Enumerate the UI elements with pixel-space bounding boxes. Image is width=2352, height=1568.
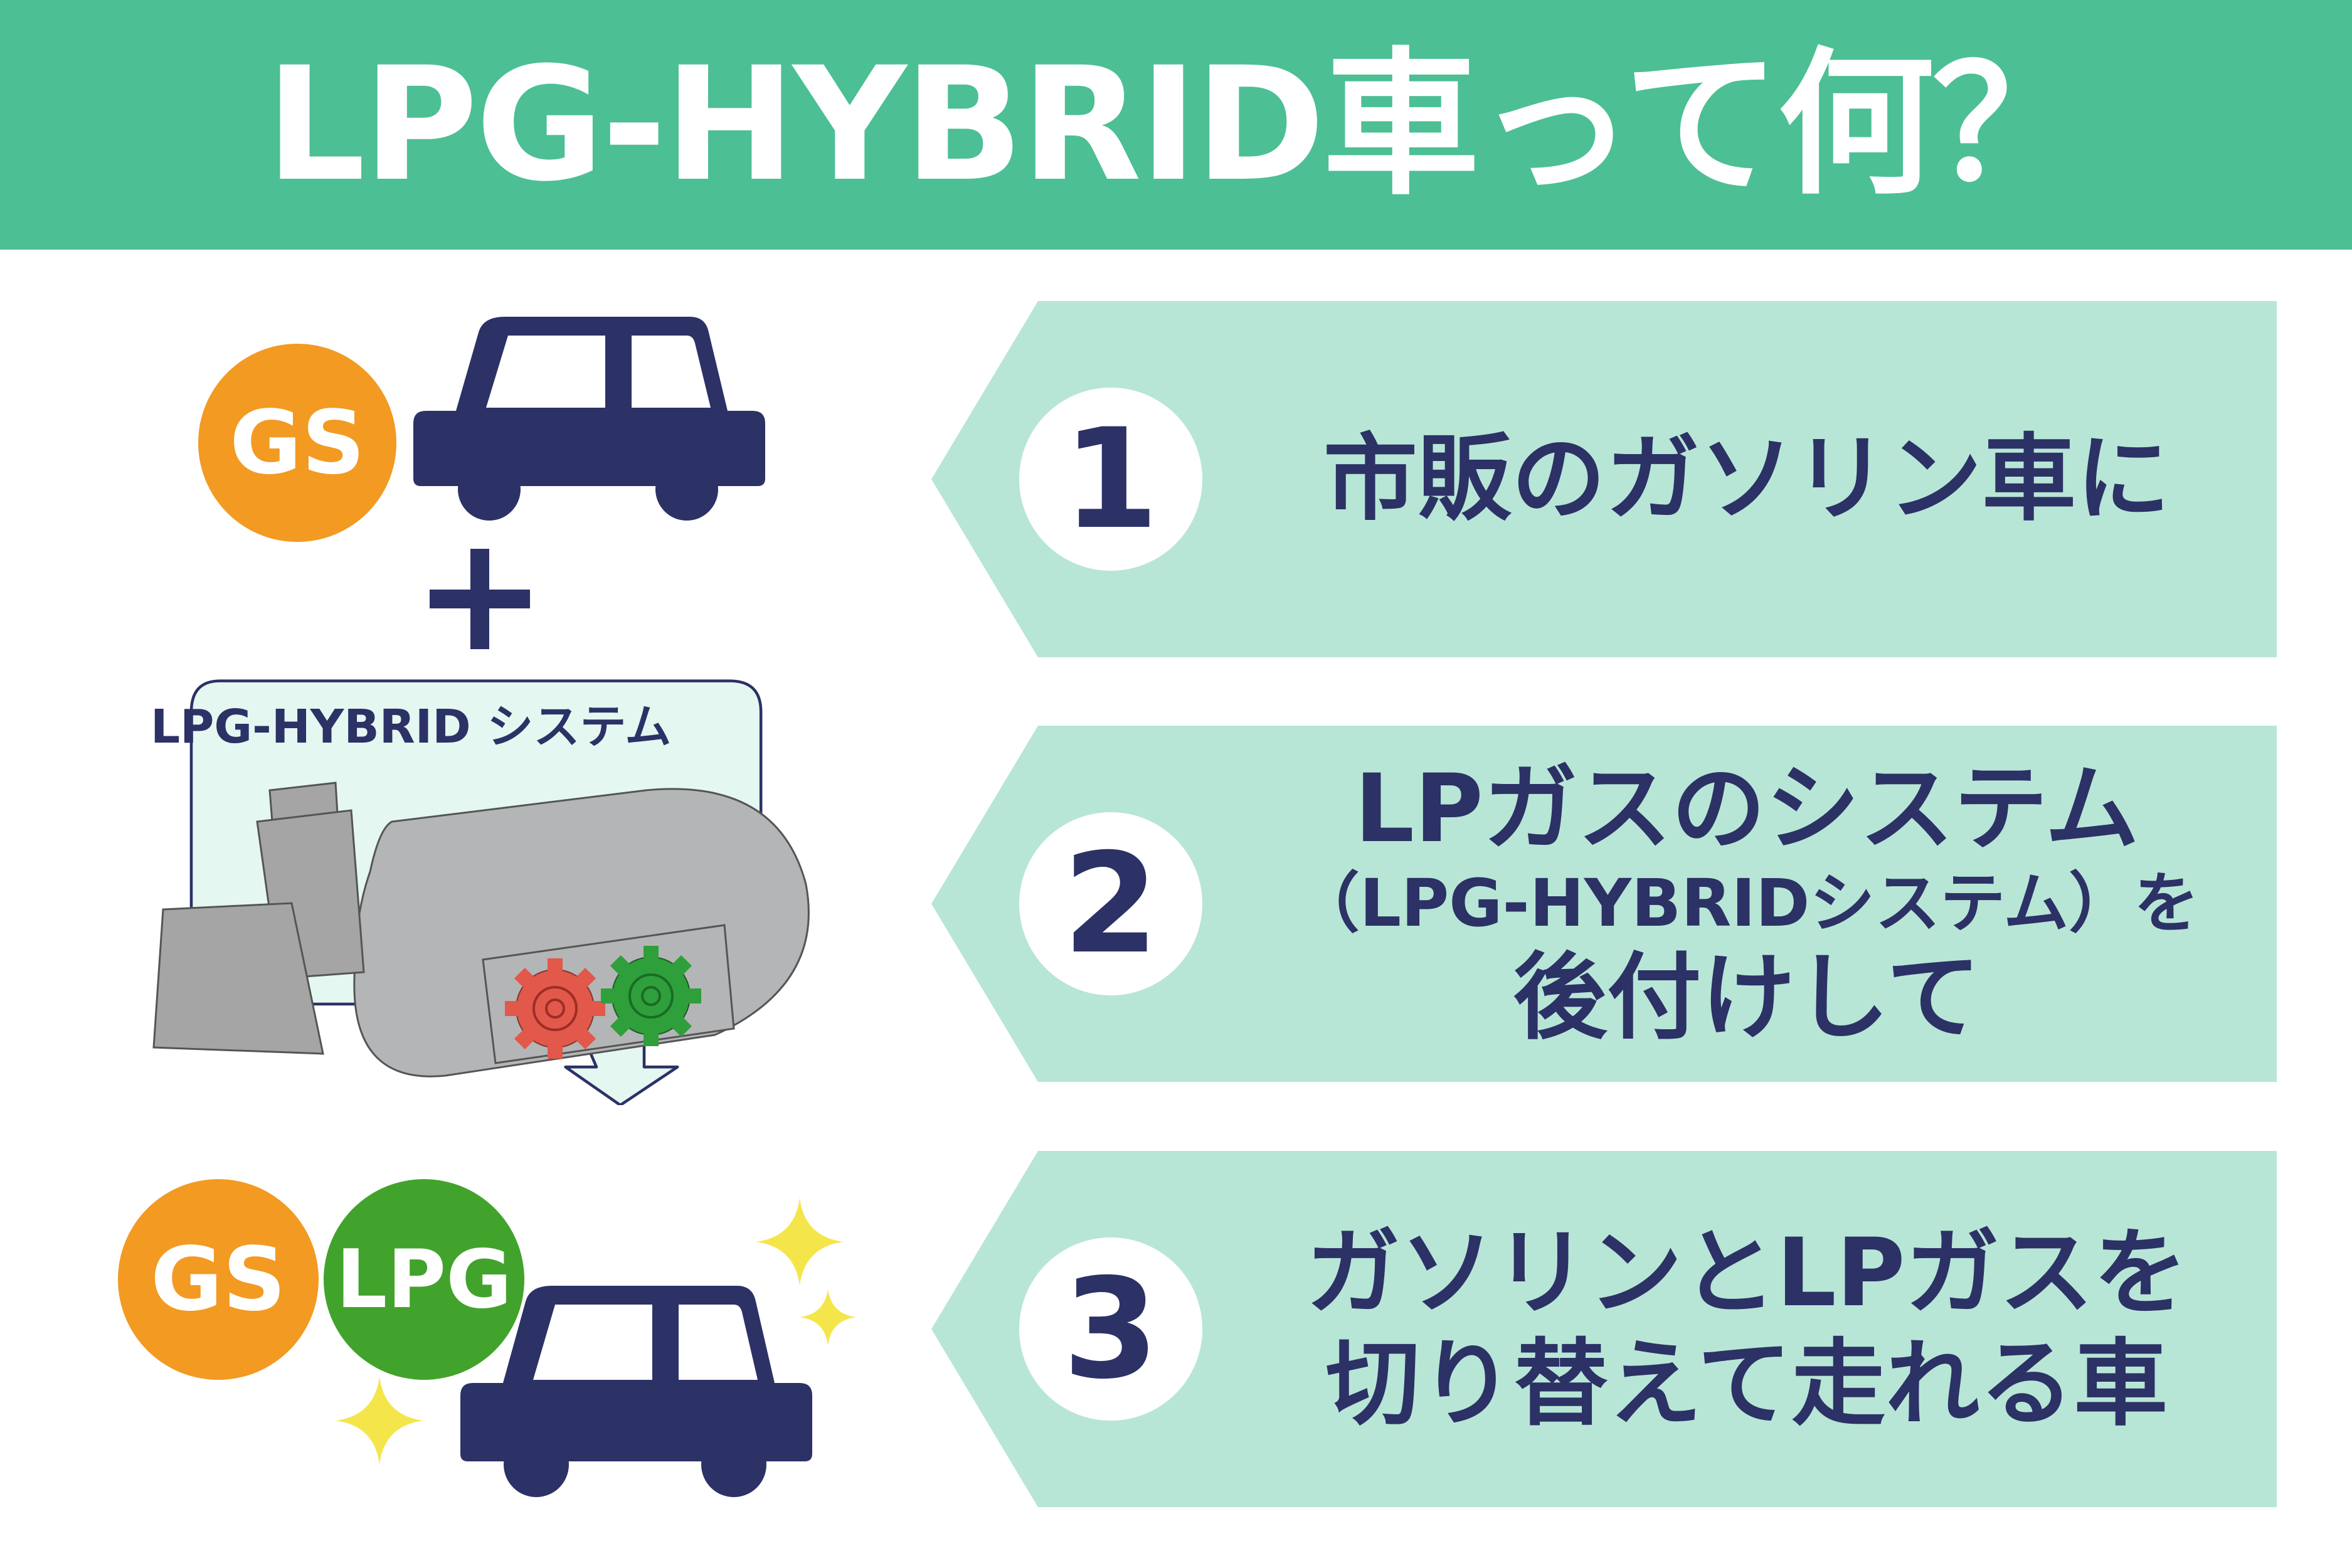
step-2-number-text: 2 [1062,824,1159,984]
step-2-line-1: LPガスのシステム [1354,755,2139,864]
step-2-banner [931,726,2277,1082]
gs-badge-top: GS [198,344,396,542]
gear-icon [601,946,701,1046]
step-2-text: LPガスのシステム （LPG-HYBRIDシステム）を 後付けして [1229,726,2264,1082]
step-2-line-3: 後付けして [1513,943,1981,1052]
step-3-line-1: ガソリンとLPガスを [1306,1219,2188,1328]
lpg-badge-label: LPG [336,1232,512,1327]
step-1-number: 1 [1019,388,1202,571]
step-1-banner [931,301,2277,657]
step-2-line-2: （LPG-HYBRIDシステム）を [1294,865,2200,942]
sparkle-icon [336,1377,423,1465]
page-title: LPG-HYBRID車って何？ [265,33,2089,216]
step-1: 1 市販のガソリン車に [0,301,2352,657]
step-1-line-1: 市販のガソリン車に [1323,424,2170,534]
car-icon [460,1286,812,1497]
step-2: 2 LPガスのシステム （LPG-HYBRIDシステム）を 後付けして [0,726,2352,1082]
step-3: 3 ガソリンとLPガスを 切り替えて走れる車 [0,1151,2352,1507]
step-3-number-text: 3 [1062,1249,1159,1409]
gear-icon [505,958,605,1059]
step-3-banner [931,1151,2277,1507]
lpg-badge: LPG [324,1179,524,1380]
step-3-text: ガソリンとLPガスを 切り替えて走れる車 [1229,1151,2264,1507]
lpg-system-icon [152,781,810,1078]
gs-badge-bottom: GS [118,1179,319,1380]
step-3-number: 3 [1019,1237,1202,1421]
step-3-line-2: 切り替えて走れる車 [1325,1330,2168,1439]
step-2-number: 2 [1019,812,1202,995]
sparkle-icon [756,1198,844,1286]
system-label: LPG-HYBRID システム [151,700,672,754]
gs-badge-bottom-label: GS [151,1228,286,1331]
step-1-number-text: 1 [1062,399,1159,559]
car-icon [413,317,765,521]
sparkle-icon [800,1289,856,1345]
plus-icon [430,549,530,649]
gs-badge-top-label: GS [230,391,365,494]
step-1-text: 市販のガソリン車に [1229,301,2264,657]
header-banner: LPG-HYBRID車って何？ [0,0,2352,250]
